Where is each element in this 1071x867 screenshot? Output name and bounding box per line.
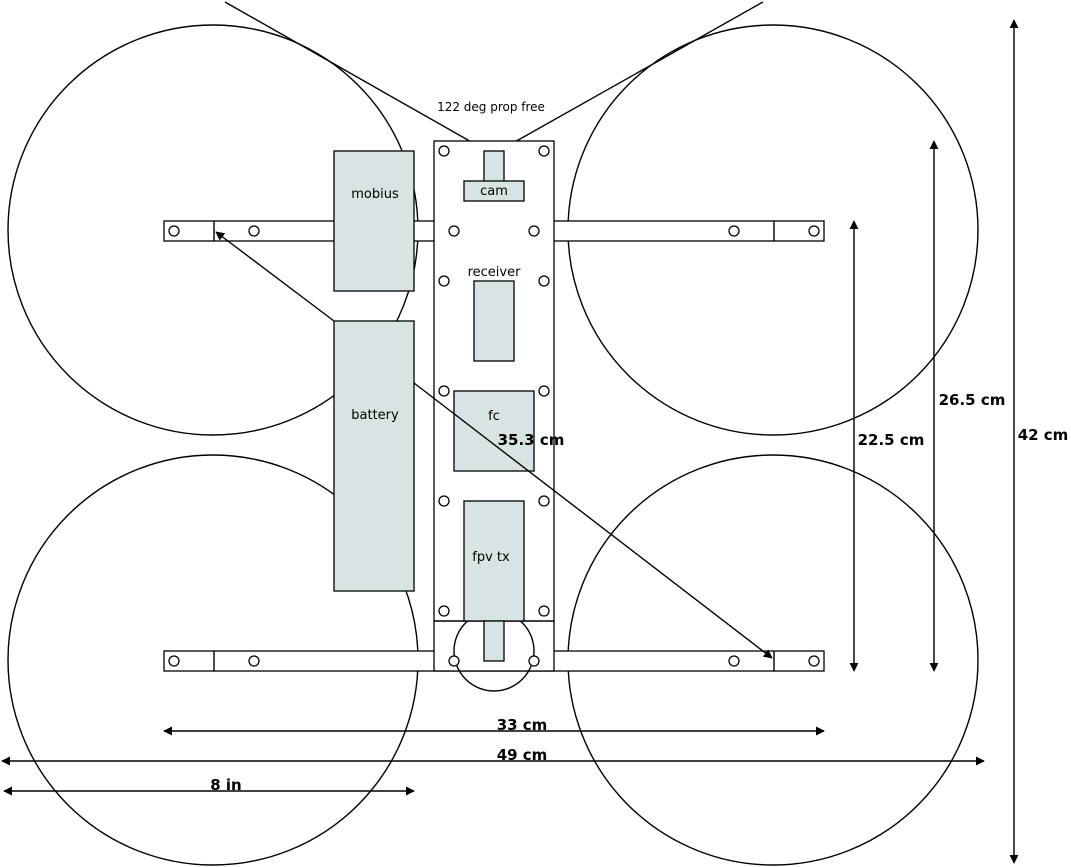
arm-width-dimension-label: 33 cm — [497, 716, 548, 734]
mounting-holes — [168, 145, 820, 667]
component-fpv-tx: fpv tx — [463, 500, 525, 622]
total-height-dimension-label: 42 cm — [1018, 426, 1069, 444]
component-mobius: mobius — [333, 150, 415, 292]
fc-label: fc — [488, 409, 500, 424]
battery-label: battery — [351, 408, 399, 423]
prop-size-dimension-label: 8 in — [210, 776, 241, 794]
diagonal-dimension-line-2 — [413, 382, 773, 659]
arm-spacing-dimension-label: 22.5 cm — [858, 431, 925, 449]
receiver-label: receiver — [468, 265, 522, 280]
total-width-dimension-label: 49 cm — [497, 746, 548, 764]
camera-fov-lines — [224, 1, 764, 153]
component-battery: battery — [333, 320, 415, 592]
component-cam: cam — [463, 150, 525, 202]
camera-fov-label: 122 deg prop free — [437, 100, 545, 114]
diagonal-dimension-line — [215, 231, 335, 322]
prop-span-vertical-dimension-label: 26.5 cm — [939, 391, 1006, 409]
mobius-label: mobius — [351, 187, 399, 202]
antenna-connector — [483, 620, 505, 662]
component-fc: fc — [453, 390, 535, 472]
diagonal-dimension-label: 35.3 cm — [498, 431, 565, 449]
fpv-tx-label: fpv tx — [472, 550, 510, 565]
component-receiver — [473, 280, 515, 362]
cam-label: cam — [480, 184, 508, 199]
